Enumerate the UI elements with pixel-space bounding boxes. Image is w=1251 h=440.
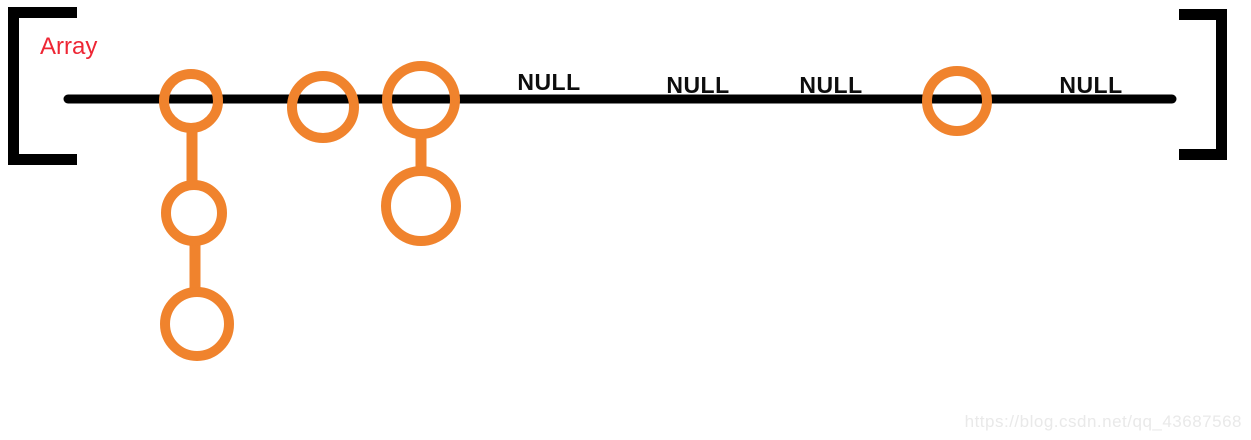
null-label-0: NULL bbox=[517, 69, 580, 95]
left-bracket bbox=[8, 7, 77, 165]
right-bracket bbox=[1179, 9, 1227, 160]
watermark-url: https://blog.csdn.net/qq_43687568 bbox=[964, 412, 1242, 431]
null-label-3: NULL bbox=[1059, 72, 1122, 98]
bucket-0-node-2 bbox=[160, 287, 234, 361]
bucket-0-node-1 bbox=[161, 180, 227, 246]
bucket-2-node-1 bbox=[381, 166, 461, 246]
bucket-7-node-0 bbox=[922, 66, 992, 136]
null-label-2: NULL bbox=[799, 72, 862, 98]
bucket-1-node-0 bbox=[287, 71, 359, 143]
bucket-0-node-0 bbox=[159, 69, 223, 133]
bucket-2-node-0 bbox=[382, 61, 460, 139]
array-title-label: Array bbox=[40, 33, 98, 60]
null-label-1: NULL bbox=[666, 72, 729, 98]
